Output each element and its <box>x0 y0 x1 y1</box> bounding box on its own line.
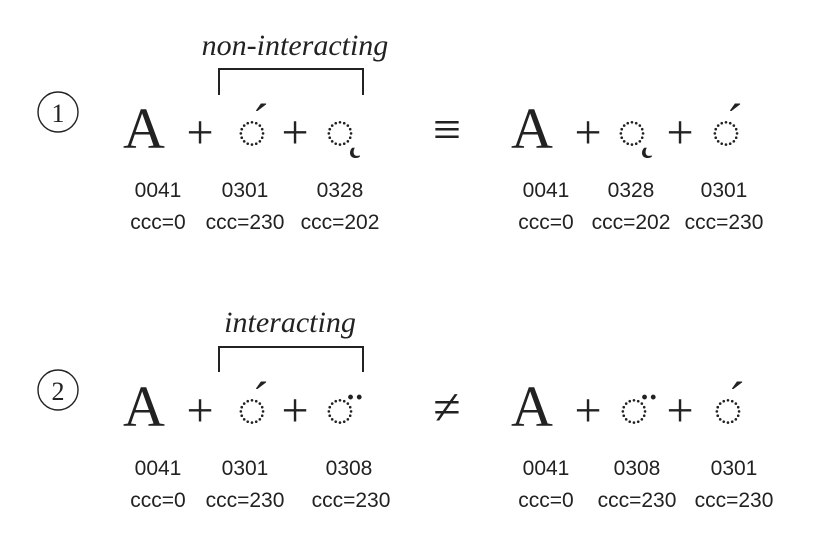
code-point: 0041 <box>135 179 182 202</box>
combining-class: ccc=202 <box>301 211 380 234</box>
example-number: 2 <box>52 377 65 406</box>
base-letter-a: A <box>511 96 553 161</box>
not-equal-symbol: ≠ <box>433 379 460 435</box>
code-point: 0308 <box>326 457 373 480</box>
combining-acute-glyph: ◌́ <box>237 380 267 437</box>
base-letter-a: A <box>123 374 165 439</box>
left-sequence: A + ◌́ + ◌̨ 0041 ccc=0 0301 ccc=230 0328… <box>123 96 379 234</box>
combining-class: ccc=0 <box>130 211 185 234</box>
code-point: 0328 <box>608 179 655 202</box>
combining-acute-mark: ◌́ <box>237 380 267 437</box>
relation-bracket <box>218 346 364 372</box>
plus-sign: + <box>574 384 601 437</box>
combining-acute-mark: ◌́ <box>711 102 741 159</box>
relation-label: interacting <box>224 306 356 339</box>
example-2: 2 interacting A + ◌́ + ◌̈ 0041 ccc=0 030… <box>37 306 773 512</box>
code-point: 0301 <box>222 179 269 202</box>
combining-class: ccc=0 <box>130 489 185 512</box>
combining-class: ccc=230 <box>695 489 774 512</box>
relation-label: non-interacting <box>202 29 389 62</box>
combining-acute-glyph: ◌́ <box>713 380 743 437</box>
left-sequence: A + ◌́ + ◌̈ 0041 ccc=0 0301 ccc=230 0308… <box>123 374 390 512</box>
base-letter-a: A <box>123 96 165 161</box>
combining-ogonek-glyph: ◌̨ <box>325 103 360 159</box>
example-number-circle <box>37 91 79 133</box>
combining-diaeresis-mark: ◌̈ <box>325 381 362 437</box>
combining-class: ccc=230 <box>685 211 764 234</box>
example-1: 1 non-interacting A + ◌́ + ◌̨ 0041 ccc=0… <box>37 29 763 234</box>
plus-sign: + <box>666 384 693 437</box>
plus-sign: + <box>281 384 308 437</box>
plus-sign: + <box>574 106 601 159</box>
right-sequence: A + ◌̈ + ◌́ 0041 ccc=0 0308 ccc=230 0301… <box>511 374 773 512</box>
combining-ogonek-mark: ◌̨ <box>325 103 360 159</box>
combining-class: ccc=230 <box>598 489 677 512</box>
combining-class: ccc=0 <box>518 211 573 234</box>
example-number: 1 <box>52 99 65 128</box>
combining-class: ccc=202 <box>592 211 671 234</box>
right-sequence: A + ◌̨ + ◌́ 0041 ccc=0 0328 ccc=202 0301… <box>511 96 763 234</box>
code-point: 0308 <box>614 457 661 480</box>
code-point: 0041 <box>523 179 570 202</box>
code-point: 0301 <box>701 179 748 202</box>
plus-sign: + <box>281 106 308 159</box>
combining-acute-glyph: ◌́ <box>237 102 267 159</box>
combining-class: ccc=230 <box>206 489 285 512</box>
plus-sign: + <box>186 384 213 437</box>
combining-diaeresis-glyph: ◌̈ <box>619 381 656 437</box>
code-point: 0301 <box>222 457 269 480</box>
example-number-circle <box>37 369 79 411</box>
code-point: 0041 <box>135 457 182 480</box>
equivalence-symbol: ≡ <box>433 101 461 157</box>
combining-diaeresis-mark: ◌̈ <box>619 381 656 437</box>
relation-bracket <box>218 68 364 95</box>
combining-class: ccc=0 <box>518 489 573 512</box>
combining-ogonek-glyph: ◌̨ <box>617 103 652 159</box>
base-letter-a: A <box>511 374 553 439</box>
combining-ogonek-mark: ◌̨ <box>617 103 652 159</box>
combining-diaeresis-glyph: ◌̈ <box>325 381 362 437</box>
plus-sign: + <box>186 106 213 159</box>
combining-acute-mark: ◌́ <box>713 380 743 437</box>
combining-class: ccc=230 <box>312 489 391 512</box>
code-point: 0328 <box>317 179 364 202</box>
code-point: 0301 <box>711 457 758 480</box>
code-point: 0041 <box>523 457 570 480</box>
plus-sign: + <box>666 106 693 159</box>
combining-acute-glyph: ◌́ <box>711 102 741 159</box>
combining-class: ccc=230 <box>206 211 285 234</box>
combining-acute-mark: ◌́ <box>237 102 267 159</box>
